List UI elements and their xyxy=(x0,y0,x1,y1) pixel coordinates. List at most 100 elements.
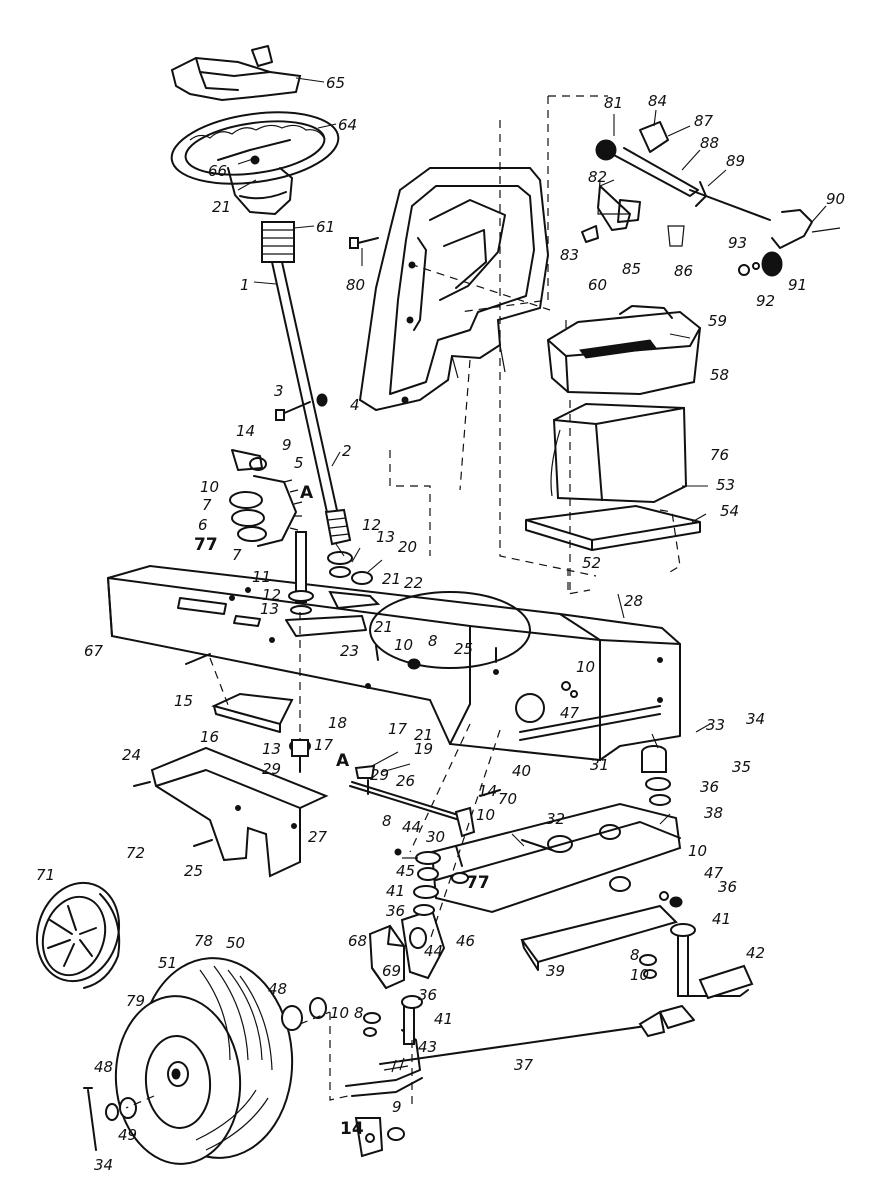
side-rail xyxy=(519,705,661,741)
battery-cover xyxy=(546,305,702,396)
callout-18: 18 xyxy=(328,714,347,732)
callout-36: 36 xyxy=(718,878,737,896)
spindle-cap-stack xyxy=(641,745,671,806)
wheel-hardware xyxy=(83,997,327,1151)
callout-78: 78 xyxy=(194,932,213,950)
front-tire xyxy=(114,957,294,1165)
steering-pivot-stack xyxy=(394,848,441,916)
callout-30: 30 xyxy=(426,828,445,846)
callout-8: 8 xyxy=(630,946,640,964)
callout-85: 85 xyxy=(622,260,641,278)
callout-34: 34 xyxy=(746,710,765,728)
callout-50: 50 xyxy=(226,934,245,952)
callout-77: 77 xyxy=(194,535,218,555)
callout-24: 24 xyxy=(122,746,141,764)
callout-9: 9 xyxy=(282,436,292,454)
callout-2: 2 xyxy=(342,442,352,460)
callout-47: 47 xyxy=(560,704,580,722)
callout-28: 28 xyxy=(624,592,643,610)
callout-27: 27 xyxy=(308,828,328,846)
callout-68: 68 xyxy=(348,932,367,950)
callout-40: 40 xyxy=(512,762,531,780)
callout-19: 19 xyxy=(414,740,433,758)
callout-29: 29 xyxy=(370,766,389,784)
callout-71: 71 xyxy=(36,866,55,884)
cross-bracket xyxy=(150,746,329,878)
callout-59: 59 xyxy=(708,312,727,330)
battery xyxy=(550,402,688,504)
callout-70: 70 xyxy=(498,790,517,808)
callout-6: 6 xyxy=(198,516,208,534)
callout-10: 10 xyxy=(200,478,219,496)
callout-42: 42 xyxy=(746,944,765,962)
seat xyxy=(358,167,550,412)
callout-14: 14 xyxy=(478,782,497,800)
steering-cap xyxy=(170,45,302,102)
callout-21: 21 xyxy=(414,726,433,744)
callout-10: 10 xyxy=(576,658,595,676)
callout-48: 48 xyxy=(94,1058,113,1076)
callout-66: 66 xyxy=(208,162,227,180)
callout-8: 8 xyxy=(354,1004,364,1022)
callout-10: 10 xyxy=(476,806,495,824)
callout-39: 39 xyxy=(546,962,565,980)
lift-lever-assembly xyxy=(581,121,841,277)
callout-82: 82 xyxy=(588,168,607,186)
front-axle xyxy=(430,802,682,914)
callout-53: 53 xyxy=(716,476,735,494)
main-frame xyxy=(106,564,681,762)
callout-79: 79 xyxy=(126,992,145,1010)
drag-link xyxy=(349,781,476,838)
callout-10: 10 xyxy=(394,636,413,654)
callout-83: 83 xyxy=(560,246,579,264)
callout-7: 7 xyxy=(202,496,212,514)
callout-84: 84 xyxy=(648,92,667,110)
callout-34: 34 xyxy=(94,1156,113,1174)
callout-10: 10 xyxy=(688,842,707,860)
callout-23: 23 xyxy=(340,642,359,660)
callout-14: 14 xyxy=(236,422,255,440)
callout-89: 89 xyxy=(726,152,745,170)
callout-93: 93 xyxy=(728,234,747,252)
callout-35: 35 xyxy=(732,758,751,776)
callout-10: 10 xyxy=(630,966,649,984)
callout-61: 61 xyxy=(316,218,335,236)
callout-14: 14 xyxy=(340,1119,364,1139)
callout-88: 88 xyxy=(700,134,719,152)
callout-8: 8 xyxy=(382,812,392,830)
callout-13: 13 xyxy=(376,528,395,546)
callout-51: 51 xyxy=(158,954,177,972)
callout-11: 11 xyxy=(252,568,271,586)
callout-86: 86 xyxy=(674,262,693,280)
callout-43: 43 xyxy=(418,1038,437,1056)
left-spindle xyxy=(345,999,423,1097)
pivot-bolt-stack xyxy=(288,531,381,615)
callout-41: 41 xyxy=(386,882,405,900)
callout-32: 32 xyxy=(546,810,565,828)
axle-strap xyxy=(520,904,678,971)
callout-25: 25 xyxy=(454,640,473,658)
callout-91: 91 xyxy=(788,276,807,294)
callout-9: 9 xyxy=(392,1098,402,1116)
callout-76: 76 xyxy=(710,446,729,464)
callout-80: 80 xyxy=(346,276,365,294)
callout-36: 36 xyxy=(386,902,405,920)
callout-8: 8 xyxy=(428,632,438,650)
callout-60: 60 xyxy=(588,276,607,294)
callout-58: 58 xyxy=(710,366,729,384)
callout-81: 81 xyxy=(604,94,623,112)
callout-87: 87 xyxy=(694,112,714,130)
callout-25: 25 xyxy=(184,862,203,880)
callout-15: 15 xyxy=(174,692,193,710)
tie-rod-end xyxy=(354,1117,405,1158)
steering-gear-sector xyxy=(229,449,303,547)
callout-41: 41 xyxy=(434,1010,453,1028)
callout-29: 29 xyxy=(262,760,281,778)
callout-12: 12 xyxy=(262,586,281,604)
callout-92: 92 xyxy=(756,292,775,310)
callout-69: 69 xyxy=(382,962,401,980)
callout-7: 7 xyxy=(232,546,242,564)
tie-rod xyxy=(379,1010,666,1073)
steering-wheel xyxy=(170,111,340,215)
